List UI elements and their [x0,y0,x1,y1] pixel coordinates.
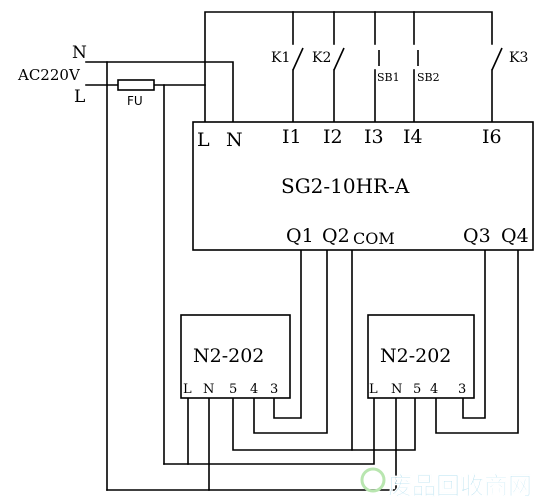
right-relay-module [367,314,475,399]
com-right-wire [351,397,416,451]
controller-box [192,121,534,251]
watermark-logo-icon [360,467,386,493]
controller-i6-terminal: I6 [482,126,502,148]
watermark-text: 废品回收商网 [388,472,532,500]
wires [85,11,519,491]
input-common-bus [204,11,493,123]
supply-l-label: L [74,87,85,107]
controller-q4-terminal: Q4 [501,225,529,247]
q2-to-left-t4-wire [253,249,328,434]
controller-com-terminal: COM [353,229,395,248]
right-module-3-terminal: 3 [458,382,466,397]
fuse-icon [117,79,155,91]
controller-i2-terminal: I2 [323,126,343,148]
left-module-3-terminal: 3 [270,382,278,397]
controller-i4-terminal: I4 [403,126,423,148]
left-module-5-terminal: 5 [229,382,237,397]
controller-model-label: SG2-10HR-A [281,174,410,198]
supply-n-label: N [72,43,87,63]
q4-to-right-t4-wire [435,249,519,434]
controller-n-terminal: N [226,129,243,151]
left-module-l-terminal: L [183,382,192,397]
neutral-bus-bottom [106,397,397,491]
controller-i3-terminal: I3 [364,126,384,148]
left-module-n-terminal: N [203,382,214,397]
controller-q2-terminal: Q2 [322,225,350,247]
q3-to-right-t3-wire [462,249,486,419]
controller-i1-terminal: I1 [282,126,302,148]
live-bus-bottom [163,397,375,465]
neutral-supply-wire [85,61,234,123]
q1-to-left-t3-wire [273,249,302,419]
k1-contact-icon [292,47,304,71]
watermark: 废品回收商网 [360,467,532,500]
k3-contact-icon [491,47,503,71]
controller-q3-terminal: Q3 [463,225,491,247]
right-module-model-label: N2-202 [380,345,451,367]
k1-label: K1 [271,50,290,66]
k2-contact-icon [333,47,345,71]
k3-label: K3 [509,50,528,66]
supply-voltage-label: AC220V [17,66,81,84]
right-module-n-terminal: N [391,382,402,397]
left-relay-module [180,314,291,399]
k2-label: K2 [312,50,331,66]
switch-contacts [292,47,503,71]
left-module-model-label: N2-202 [193,345,264,367]
com-left-wire [232,249,353,451]
right-module-l-terminal: L [369,382,378,397]
sb1-label: SB1 [377,71,400,84]
controller-l-terminal: L [197,129,210,151]
left-module-4-terminal: 4 [250,382,258,397]
controller-q1-terminal: Q1 [286,225,314,247]
right-module-4-terminal: 4 [430,382,438,397]
sb2-label: SB2 [417,71,440,84]
right-module-5-terminal: 5 [413,382,421,397]
fuse-label: FU [127,94,143,108]
